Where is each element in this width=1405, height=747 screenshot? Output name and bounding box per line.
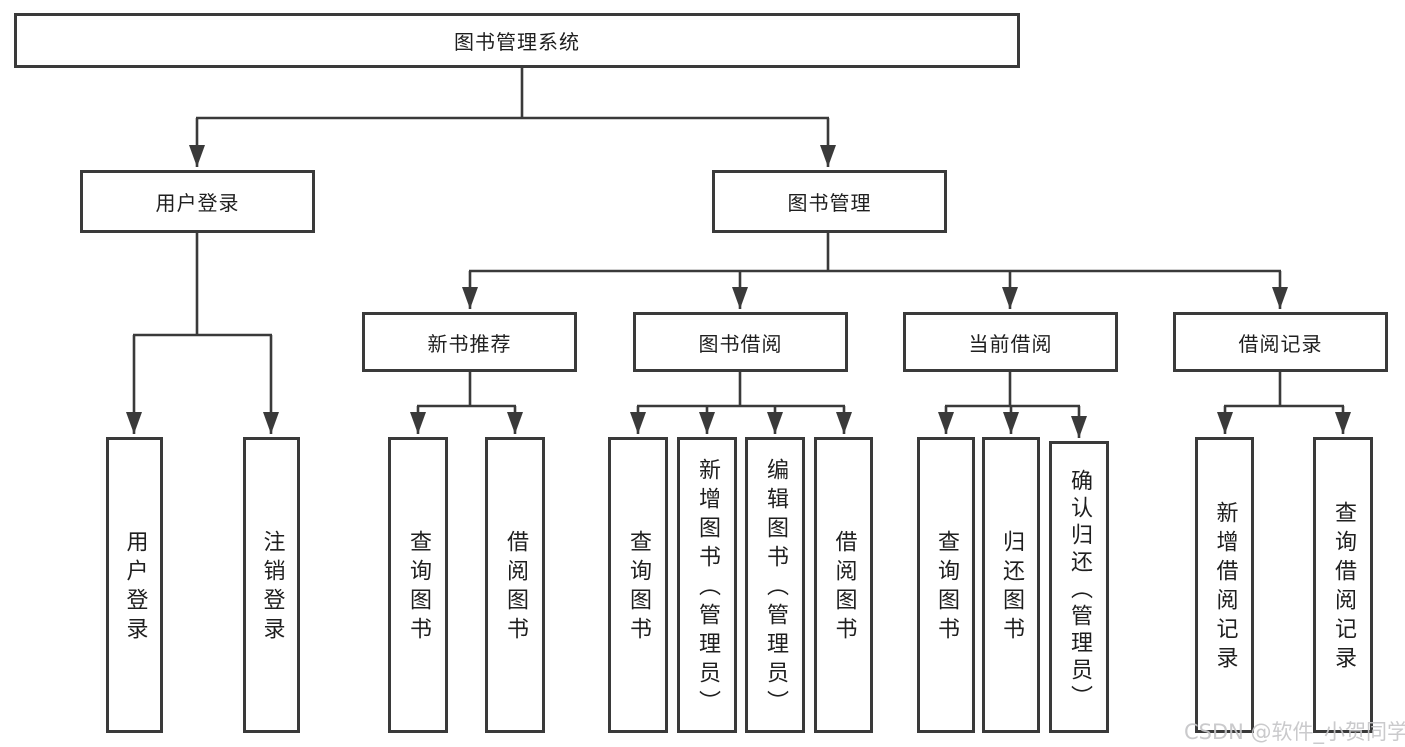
node-book-borrowing: 图书借阅 (633, 312, 848, 372)
node-current-borrowing: 当前借阅 (903, 312, 1118, 372)
leaf-query-borrowing-record: 查询借阅记录 (1313, 437, 1373, 733)
leaf-logout: 注销登录 (243, 437, 300, 733)
csdn-watermark: CSDN @软件_小贺同学 (1184, 720, 1405, 744)
leaf-query-books-current: 查询图书 (917, 437, 975, 733)
node-library-management-system: 图书管理系统 (14, 13, 1020, 68)
leaf-confirm-return-admin: 确认归还（管理员） (1049, 441, 1109, 733)
node-borrowing-records: 借阅记录 (1173, 312, 1388, 372)
leaf-query-books-borrowing: 查询图书 (608, 437, 668, 733)
node-book-management: 图书管理 (712, 170, 947, 233)
leaf-add-books-admin: 新增图书（管理员） (677, 437, 737, 733)
leaf-add-borrowing-record: 新增借阅记录 (1195, 437, 1254, 733)
leaf-query-books-recommend: 查询图书 (388, 437, 448, 733)
node-user-login: 用户登录 (80, 170, 315, 233)
leaf-borrow-books-borrowing: 借阅图书 (814, 437, 873, 733)
leaf-return-books: 归还图书 (982, 437, 1040, 733)
leaf-edit-books-admin: 编辑图书（管理员） (745, 437, 805, 733)
node-new-book-recommendation: 新书推荐 (362, 312, 577, 372)
leaf-borrow-books-recommend: 借阅图书 (485, 437, 545, 733)
leaf-user-login: 用户登录 (106, 437, 163, 733)
